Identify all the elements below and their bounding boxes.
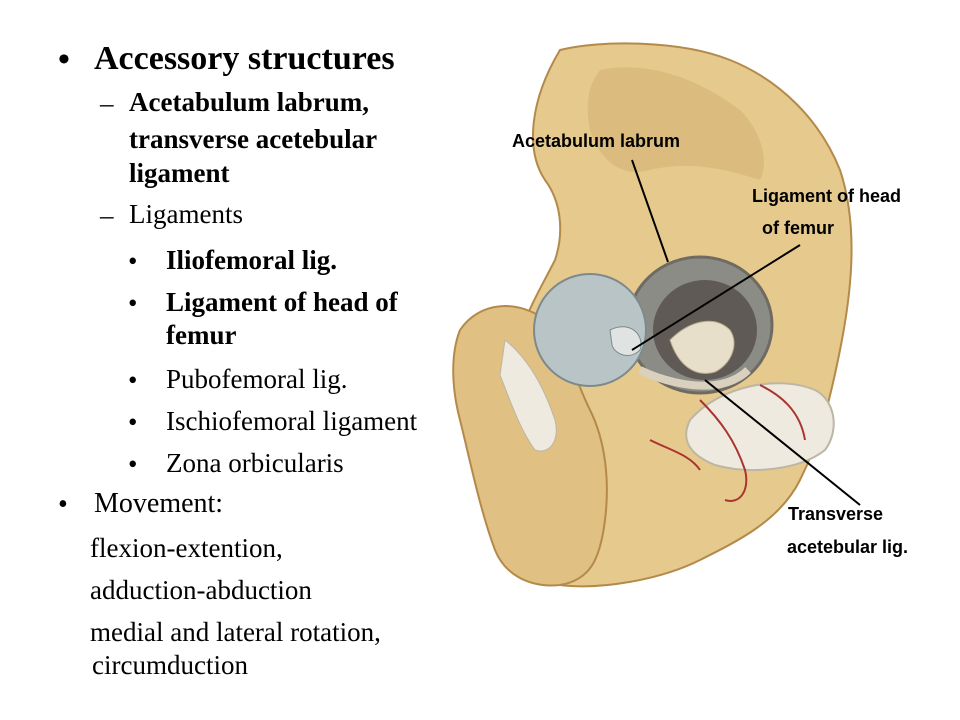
item-movement: Movement: [94,488,224,519]
label-ligament-head-line2: of femur [762,218,834,238]
iliofemoral-ligament [499,339,557,452]
label-transverse-line1: Transverse [788,504,884,524]
bullet-marker: • [58,489,68,520]
bullet-marker: • [58,41,70,78]
leader-lig-head [631,244,801,351]
label-acetabulum-labrum: Acetabulum labrum [512,131,681,151]
bullet-marker: • [128,246,138,276]
bullet-accessory-structures: Accessory structures [94,40,395,77]
movement-circumduction: circumduction [92,650,248,680]
item-acetabulum-line1: Acetabulum labrum, [129,87,370,117]
item-acetabulum-line3: ligament [129,158,230,188]
leader-labrum [631,159,669,263]
bullet-marker: • [128,407,138,437]
pelvis-shadow [587,67,764,180]
item-zona-orbicularis: Zona orbicularis [166,448,344,478]
label-ligament-head-line1: Ligament of head [752,186,902,206]
item-iliofemoral: Iliofemoral lig. [166,245,337,275]
item-ischiofemoral: Ischiofemoral ligament [166,406,418,436]
dash-marker: – [100,200,114,230]
vessel-1 [699,399,748,502]
leader-transverse [704,379,861,506]
item-ligament-head-line1: Ligament of head of [166,287,398,317]
item-pubofemoral: Pubofemoral lig. [166,364,348,394]
bullet-marker: • [128,288,138,318]
dash-marker: – [100,88,114,118]
movement-flexion: flexion-extention, [90,533,283,563]
movement-rotation: medial and lateral rotation, [90,617,381,647]
obturator-membrane [685,382,835,471]
item-ligaments: Ligaments [129,199,243,229]
femoral-head [533,273,647,387]
ligament-head-femur [669,320,735,374]
vessel-2 [759,384,806,441]
transverse-ligament-band [638,366,751,390]
bullet-marker: • [128,449,138,479]
label-transverse-line2: acetebular lig. [787,537,909,557]
bullet-marker: • [128,365,138,395]
item-ligament-head-line2: femur [166,320,237,350]
item-acetabulum-line2: transverse acetebular [129,124,378,154]
vessel-3 [649,439,701,471]
movement-adduction: adduction-abduction [90,575,312,605]
